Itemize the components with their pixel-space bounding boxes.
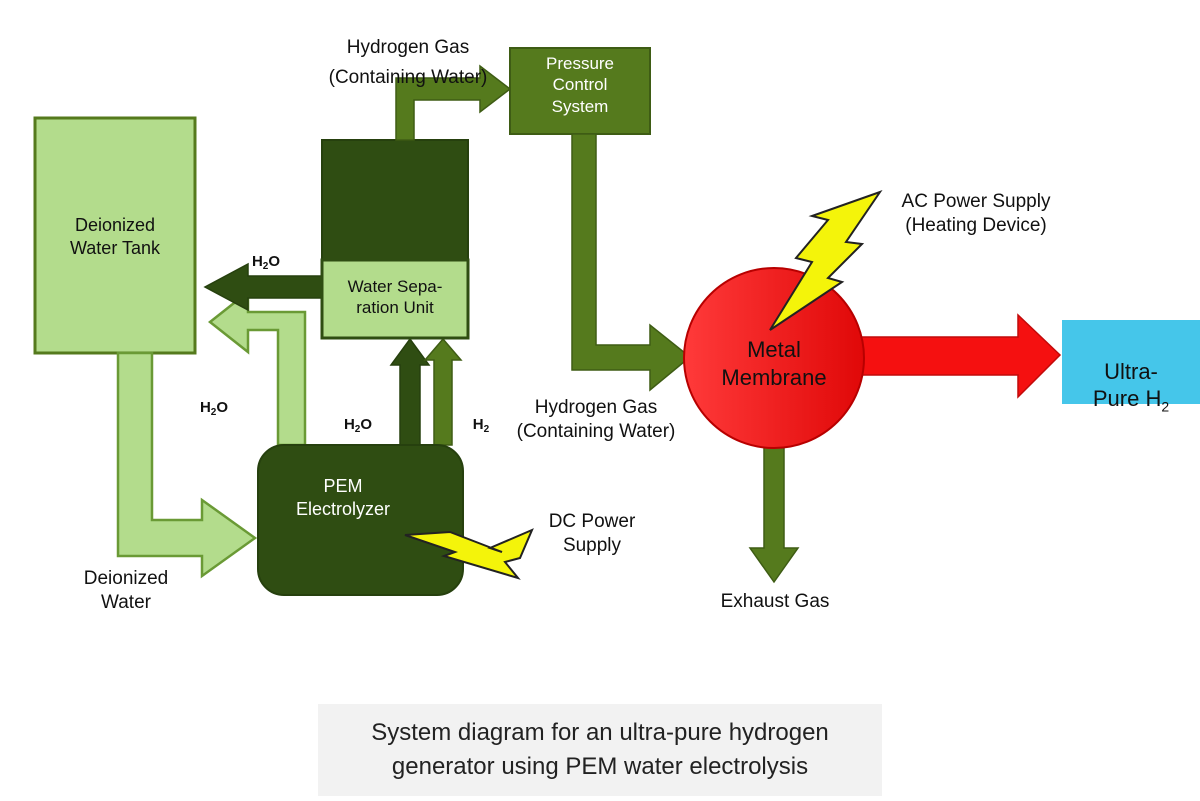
ac-power-supply-label: AC Power Supply (Heating Device) — [901, 191, 1051, 236]
metal-membrane — [683, 267, 865, 449]
pressure-control-label: Pressure Control System — [545, 54, 615, 116]
water-separation-unit — [320, 258, 470, 340]
arrow-h2-up — [423, 337, 463, 446]
arrow-ultra-pure-output — [849, 313, 1062, 399]
deionized-water-tank-label: Deionized Water Tank — [69, 215, 161, 258]
pem-electrolyzer — [257, 444, 464, 596]
ultra-pure-h2-text: Ultra- Pure H — [1092, 358, 1162, 412]
ultra-pure-h2-subscript: 2 — [1161, 398, 1170, 415]
h2o-label-up: H2O — [343, 415, 373, 435]
ultra-pure-h2-box — [1062, 320, 1200, 404]
h2-label-up: H2 — [472, 415, 490, 435]
deionized-water-label: Deionized Water — [83, 568, 169, 613]
hydrogen-gas-top-label: Hydrogen Gas — [320, 12, 496, 60]
arrow-h2o-return — [207, 289, 307, 447]
arrow-exhaust-gas — [748, 439, 800, 584]
exhaust-gas-label: Exhaust Gas — [720, 591, 830, 612]
water-separation-unit-label: Water Sepa- ration Unit — [347, 277, 443, 318]
hydrogen-gas-top-label-2: (Containing Water) — [306, 42, 510, 90]
ac-lightning-icon — [769, 190, 883, 331]
caption: System diagram for an ultra-pure hydroge… — [318, 704, 882, 796]
arrow-h2o-up — [389, 337, 431, 446]
dc-power-supply-label: DC Power Supply — [548, 511, 636, 556]
arrow-h2o-separator-to-tank — [203, 262, 323, 312]
dc-lightning-icon — [404, 528, 534, 580]
h2o-label-separator: H2O — [251, 252, 281, 272]
deionized-water-tank — [33, 116, 197, 355]
water-separation-upper — [321, 139, 469, 264]
metal-membrane-label: Metal Membrane — [721, 337, 827, 390]
hydrogen-gas-top-line2: (Containing Water) — [328, 66, 488, 88]
arrow-deionized-water — [116, 351, 258, 579]
h2o-label-return: H2O — [199, 398, 229, 418]
hydrogen-gas-top-line1: Hydrogen Gas — [346, 36, 470, 58]
pressure-control-system — [509, 47, 651, 135]
pem-electrolyzer-label: PEM Electrolyzer — [295, 476, 391, 519]
ultra-pure-h2-label: Ultra- Pure H2 — [1062, 330, 1200, 416]
arrow-hydrogen-to-pressure — [395, 64, 512, 141]
arrow-hydrogen-to-membrane — [571, 133, 692, 392]
hydrogen-gas-mid-label: Hydrogen Gas (Containing Water) — [516, 397, 676, 442]
